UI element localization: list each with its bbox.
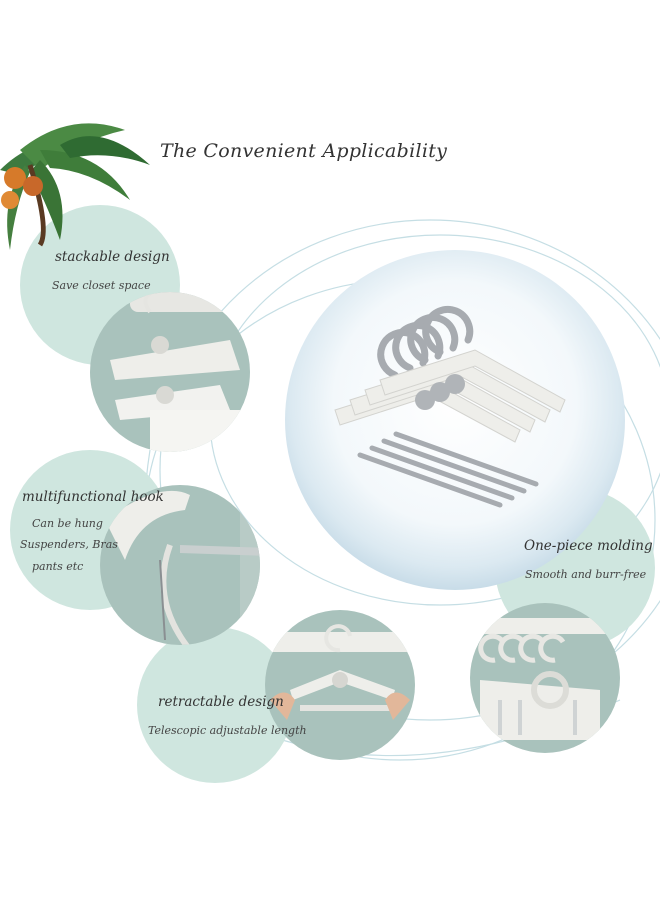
- feature-desc-stackable: Save closet space: [52, 279, 151, 292]
- page-title: The Convenient Applicability: [160, 140, 448, 162]
- feature-heading-hook: multifunctional hook: [22, 489, 164, 505]
- palm-tree-icon: [0, 123, 150, 250]
- mint-circle-retractable: [137, 627, 293, 783]
- feature-heading-retractable: retractable design: [158, 694, 284, 710]
- feature-heading-stackable: stackable design: [55, 249, 170, 265]
- photo-hook: [100, 485, 260, 645]
- orbit-ring-wide: [159, 219, 660, 721]
- photo-stackable: [90, 292, 250, 452]
- feature-desc-hook-line3: pants etc: [32, 560, 84, 573]
- hanger-stack-image: [334, 305, 566, 508]
- feature-desc-retractable: Telescopic adjustable length: [148, 724, 307, 737]
- product-sphere: [285, 250, 625, 590]
- feature-desc-molding: Smooth and burr-free: [525, 568, 647, 581]
- coconut-icon: [1, 167, 43, 209]
- feature-heading-molding: One-piece molding: [524, 538, 653, 554]
- feature-desc-hook-line1: Can be hung: [32, 517, 103, 530]
- photo-retractable: [265, 610, 415, 760]
- feature-desc-hook-line2: Suspenders, Bras: [20, 538, 118, 551]
- photo-molding: [470, 603, 620, 753]
